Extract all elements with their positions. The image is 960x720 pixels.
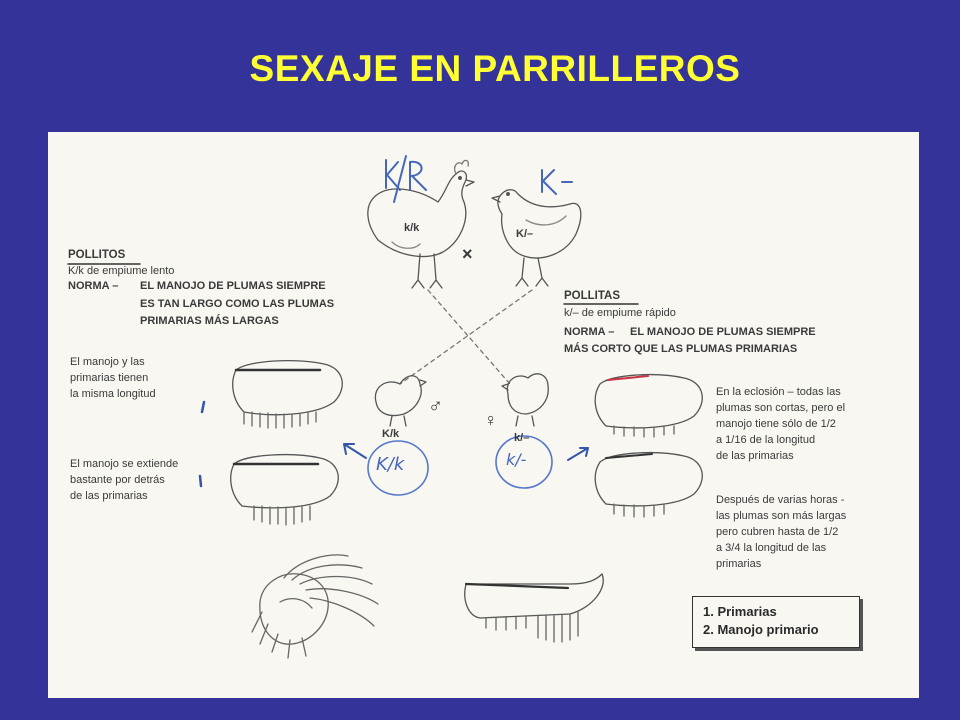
rooster-drawing [367,159,475,289]
pollitas-note1-line2: plumas son cortas, pero el [716,402,846,414]
long-wing-drawing [464,573,604,643]
pollitos-norma-1: EL MANOJO DE PLUMAS SIEMPRE [140,280,326,292]
pollitas-norma-2: MÁS CORTO QUE LAS PLUMAS PRIMARIAS [564,343,798,355]
right-wing-bottom [594,451,703,518]
pollitas-note2-line4: a 3/4 la longitud de las [716,542,827,554]
diagram-panel: k/k K/– × K/k k/– ♂ ♀ K/k k/- POLLITOS K… [48,132,919,698]
pollitas-note1-line1: En la eclosión – todas las [716,386,841,398]
left-wing-top [232,359,343,429]
male-parent-genotype: k/k [404,222,420,234]
male-chick-genotype: K/k [382,428,400,440]
pollitos-norma-2: ES TAN LARGO COMO LAS PLUMAS [140,298,335,310]
pollitas-note1-line3: manojo tiene sólo de 1/2 [716,418,836,430]
pollitos-line1: K/k de empiume lento [68,265,175,277]
pollitas-note2-line1: Después de varias horas - [716,494,845,506]
pollitas-note1-line5: de las primarias [716,450,794,462]
pollitos-note1-line1: El manojo y las [70,356,145,368]
female-symbol-icon: ♀ [484,410,498,430]
legend-item-primarias: 1. Primarias [703,604,777,619]
female-chick-genotype: k/– [514,432,530,444]
female-parent-genotype: K/– [516,228,534,240]
pollitas-note2-line2: las plumas son más largas [716,510,847,522]
right-wing-top [594,373,703,438]
pollitas-norma-1: EL MANOJO DE PLUMAS SIEMPRE [630,326,816,338]
pollitos-note2-line3: de las primarias [70,490,148,502]
spread-wing-drawing [251,554,379,659]
legend-item-manojo: 2. Manojo primario [703,621,819,637]
pollitas-norma-label: NORMA – [564,326,615,338]
pollitas-note2-line3: pero cubren hasta de 1/2 [716,526,839,538]
male-symbol-icon: ♂ [428,395,443,417]
pollitos-norma-label: NORMA – [68,280,119,292]
pollitas-note2-line5: primarias [716,558,762,570]
pollitas-line1: k/– de empiume rápido [564,307,676,319]
female-chick-drawing [501,373,549,427]
male-circle-label: K/k [376,454,405,475]
pollitos-note2-line2: bastante por detrás [70,474,165,486]
pollitos-note1-line2: primarias tienen [70,372,149,384]
pollitas-heading: POLLITAS [564,290,621,302]
legend-box: 1. Primarias 2. Manojo primario [692,596,860,648]
slide-title: SEXAJE EN PARRILLEROS [249,48,741,89]
female-circle-label: k/- [506,450,527,469]
left-wing-bottom [230,453,339,526]
pollitos-note2-line1: El manojo se extiende [70,458,179,470]
pollitos-heading: POLLITOS [68,249,126,261]
hen-drawing [491,189,582,287]
pollitos-note1-line3: la misma longitud [70,388,156,400]
pollitas-note1-line4: a 1/16 de la longitud [716,434,816,446]
diagram-drawing [67,155,703,659]
pollitos-norma-3: PRIMARIAS MÁS LARGAS [140,315,279,327]
cross-symbol: × [462,244,473,264]
male-chick-drawing [374,375,427,427]
